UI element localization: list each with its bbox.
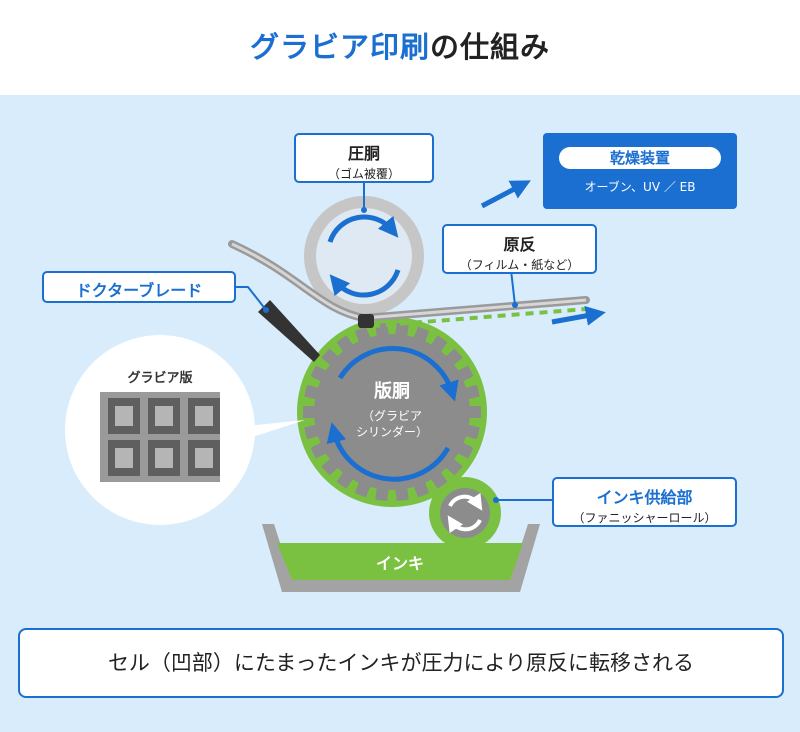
cylinder-cell [303,406,317,418]
substrate-main: 原反 [503,235,536,254]
title-rest: の仕組み [430,30,551,64]
ink-supply-label: インキ供給部 （ファニッシャーロール） [552,477,737,527]
title-accent: グラビア印刷 [249,30,430,64]
plate-cylinder [314,334,470,490]
impression-cylinder-label: 圧胴 （ゴム被覆） [294,133,434,183]
page-title: グラビア印刷の仕組み [0,24,800,66]
ink-supply-main: インキ供給部 [596,488,693,507]
gravure-cells [108,398,220,476]
doctor-blade-label: ドクターブレード [42,271,236,303]
impression-cylinder-core [316,208,412,304]
nip-point [358,314,374,328]
ink-supply-sub: （ファニッシャーロール） [572,511,717,525]
plate-rotate-arrow [337,345,459,402]
furnisher-rotate-icon-2 [447,515,482,534]
ink-label: インキ [375,554,424,573]
connector-doctor-blade [236,286,267,311]
impression-rotate-arrow [327,214,399,243]
header: グラビア印刷の仕組み [0,0,800,95]
printed-ink-layer [371,307,587,328]
plate-cylinder-sub2: シリンダー） [356,424,428,439]
gravure-cell-bottom [115,448,133,468]
web-direction-arrow [551,305,606,326]
connector-substrate [510,269,516,306]
caption-box: セル（凹部）にたまったインキが圧力により原反に転移される [18,628,784,698]
impression-cylinder-sub: （ゴム被覆） [327,167,400,181]
plate-cylinder-label: 版胴 [374,380,410,402]
gravure-cell-bottom [195,448,213,468]
doctor-blade-text: ドクターブレード [75,281,203,300]
plate-cylinder-sub1: （グラビア [362,409,422,423]
dryer-label: 乾燥装置 [559,147,721,169]
gravure-cell-bottom [155,406,173,426]
cylinder-cell [467,406,481,418]
gravure-cell-bottom [115,406,133,426]
gravure-cell-bottom [155,448,173,468]
substrate-sub: （フィルム・紙など） [459,258,580,272]
ink-tray [262,524,540,592]
plate-rotate-arrow-2 [326,422,451,482]
furnisher-rotate-icon [448,492,483,511]
impression-cylinder-main: 圧胴 [347,144,380,163]
caption-text: セル（凹部）にたまったインキが圧力により原反に転移される [107,651,695,675]
gravure-plate-label: グラビア版 [127,370,192,386]
substrate-label: 原反 （フィルム・紙など） [442,224,597,274]
to-dryer-arrow [480,180,531,209]
dryer-sub: オーブン、UV ／ EB [584,180,696,194]
impression-rotate-arrow-2 [329,269,401,298]
gravure-cell-bottom [195,406,213,426]
doctor-blade [258,300,320,362]
dryer-box: 乾燥装置 オーブン、UV ／ EB [543,133,737,209]
ink-pool [277,543,523,580]
